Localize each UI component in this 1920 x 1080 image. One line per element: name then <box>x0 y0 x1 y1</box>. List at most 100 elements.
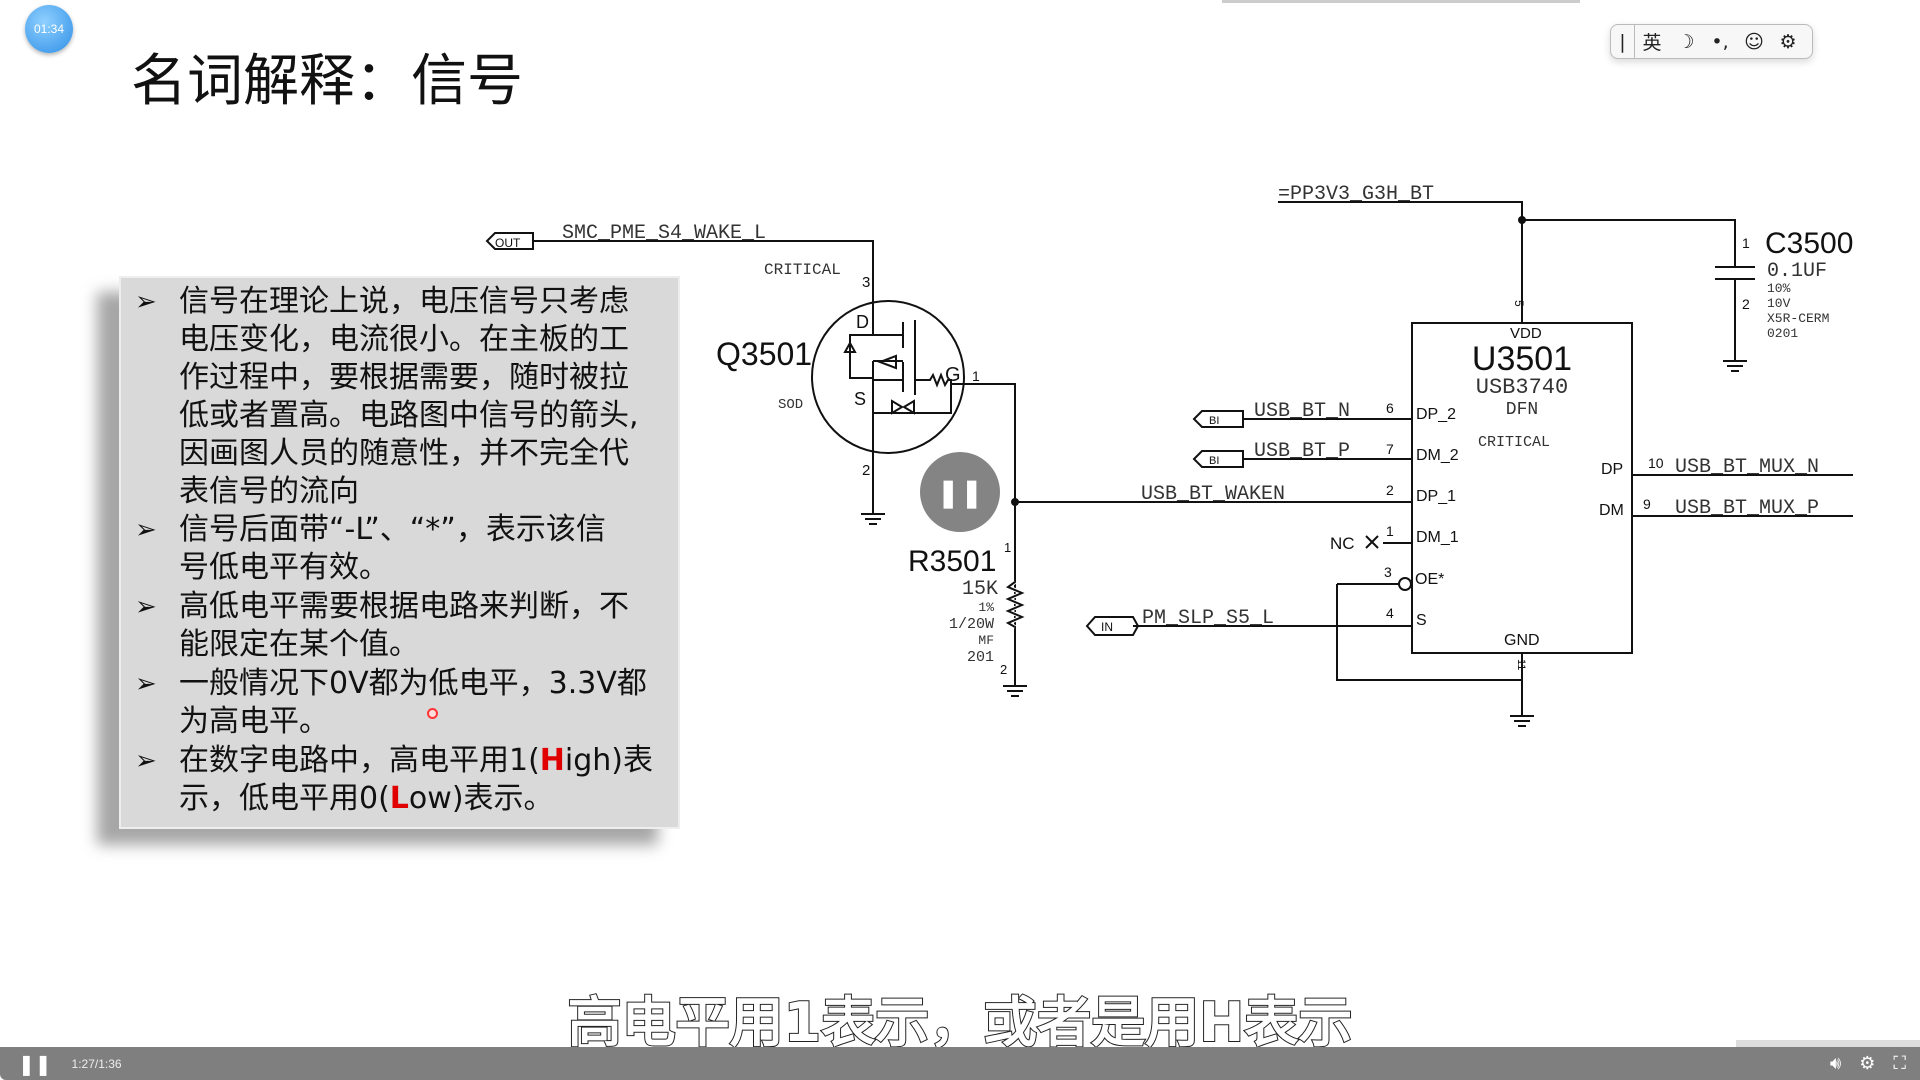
ime-drag-handle[interactable]: | <box>1611 25 1635 58</box>
subtitle: 高电平用1表示，或者是用H表示 <box>567 990 1354 1055</box>
bullet-arrow-icon: ➢ <box>135 592 157 622</box>
pin-number: 1 <box>1004 540 1011 555</box>
pin-label: DP_2 <box>1416 406 1456 423</box>
bullet-arrow-icon: ➢ <box>135 515 157 545</box>
pin-label: DP <box>1601 461 1623 478</box>
pin-g: G <box>945 364 961 386</box>
text-seg: igh)表 <box>564 743 654 778</box>
laser-pointer-dot <box>427 708 438 719</box>
player-controls: ❚❚ 1:27/1:36 🔊︎ ⚙ ⛶ <box>0 1047 1920 1080</box>
critical-label: CRITICAL <box>764 261 841 279</box>
pin-s: S <box>854 389 866 409</box>
ime-mode-toggle[interactable]: 英 <box>1642 32 1662 54</box>
text-line: 信号在理论上说，电压信号只考虑 <box>179 284 629 319</box>
mosfet-diodes <box>843 340 915 415</box>
resistor-icon <box>1005 581 1025 628</box>
settings-gear-icon[interactable]: ⚙ <box>1859 1053 1876 1074</box>
cap-tol: 10% <box>1767 281 1791 296</box>
nc-label: NC <box>1330 534 1355 553</box>
text-line: 高低电平需要根据电路来判断，不 <box>179 589 629 624</box>
gear-icon[interactable]: ⚙ <box>1779 30 1797 53</box>
nc-x-icon <box>1365 535 1379 549</box>
part-number: USB3740 <box>1476 375 1568 400</box>
pause-overlay-button[interactable]: ❚❚ <box>920 452 1000 532</box>
power-wire <box>1278 201 1755 372</box>
resistor-type: MF <box>978 633 994 648</box>
net-label: USB_BT_N <box>1254 400 1350 423</box>
pin-number: 2 <box>1742 296 1750 312</box>
text-seg: 在数字电路中，高电平用1( <box>179 743 540 778</box>
resistor-power: 1/20W <box>949 616 994 633</box>
pin-label: DP_1 <box>1416 488 1456 505</box>
resistor-value: 15K <box>962 578 998 601</box>
pin-number: 2 <box>862 462 870 479</box>
mosfet-circle <box>811 300 965 454</box>
pin-number: 1 <box>1386 523 1394 539</box>
pin-vdd: VDD <box>1510 325 1542 342</box>
timer-badge[interactable]: 01:34 <box>25 5 73 53</box>
package: DFN <box>1506 400 1538 420</box>
net-label: USB_BT_WAKEN <box>1141 483 1285 506</box>
text-seg: 示，低电平用0( <box>179 781 390 816</box>
wire <box>533 240 874 301</box>
wires <box>1133 418 1853 727</box>
emoji-icon[interactable]: ☺ <box>1744 30 1764 53</box>
net-label: PM_SLP_S5_L <box>1142 607 1274 630</box>
bullet-arrow-icon: ➢ <box>135 669 157 699</box>
ref-designator: Q3501 <box>716 336 812 372</box>
time-display: 1:27/1:36 <box>71 1056 122 1071</box>
cap-size: 0201 <box>1767 326 1798 341</box>
text-line: 为高电平。 <box>179 704 329 739</box>
text-line: 电压变化，电流很小。在主板的工 <box>179 322 629 357</box>
highlight-l: L <box>389 781 409 816</box>
ref-designator: R3501 <box>908 545 996 578</box>
text-line: 作过程中，要根据需要，随时被拉 <box>179 360 629 395</box>
cap-voltage: 10V <box>1767 296 1791 311</box>
critical-label: CRITICAL <box>1478 434 1550 451</box>
text-line: 表信号的流向 <box>179 474 359 509</box>
pin-number: 6 <box>1386 400 1394 416</box>
pin-number: 2 <box>1000 662 1007 677</box>
moon-icon[interactable]: ☽ <box>1677 30 1695 53</box>
ground-icon <box>1003 637 1027 697</box>
volume-icon[interactable]: 🔊︎ <box>1829 1053 1842 1074</box>
pin-gnd: GND <box>1504 632 1540 649</box>
pin-number: 3 <box>1384 564 1392 580</box>
text-line: 在数字电路中，高电平用1(High)表 <box>179 742 653 780</box>
inverted-pin-bubble <box>1398 577 1412 591</box>
resistor-size: 201 <box>967 649 994 666</box>
pin-number: 3 <box>862 274 870 291</box>
net-label: SMC_PME_S4_WAKE_L <box>562 222 766 245</box>
resistor-props: 15K 1% 1/20W MF 201 <box>949 578 998 666</box>
pin-number: 11 <box>1515 659 1527 670</box>
bullet-arrow-icon: ➢ <box>135 746 157 776</box>
pause-button[interactable]: ❚❚ <box>18 1051 52 1076</box>
progress-track[interactable] <box>1736 1040 1920 1047</box>
pin-label: DM_1 <box>1416 529 1459 546</box>
top-edge-bar <box>1222 0 1580 3</box>
text-seg: ow)表示。 <box>408 781 554 816</box>
text-line: 一般情况下0V都为低电平，3.3V都 <box>179 666 647 701</box>
mosfet-body <box>849 301 1016 637</box>
timer-text: 01:34 <box>33 22 65 36</box>
text-line: 能限定在某个值。 <box>179 627 419 662</box>
text-panel: ➢ 信号在理论上说，电压信号只考虑 电压变化，电流很小。在主板的工 作过程中，要… <box>119 276 680 829</box>
pin-number: 1 <box>972 368 980 384</box>
ground-icon <box>861 453 885 525</box>
pin-label: S <box>1416 612 1427 629</box>
cap-value: 0.1UF <box>1767 260 1827 283</box>
fullscreen-icon[interactable]: ⛶ <box>1893 1053 1906 1074</box>
net-label: USB_BT_P <box>1254 440 1350 463</box>
resistor-tol: 1% <box>978 600 994 615</box>
sod-label: SOD <box>778 397 803 413</box>
cap-props: 0.1UF 10% 10V X5R-CERM 0201 <box>1767 260 1829 341</box>
junction <box>1518 216 1526 224</box>
ref-designator: C3500 <box>1765 227 1853 260</box>
in-flag <box>1085 616 1140 636</box>
bullet-arrow-icon: ➢ <box>135 287 157 317</box>
net-label: USB_BT_MUX_P <box>1675 497 1819 520</box>
pin-number: 1 <box>1742 235 1750 251</box>
punctuation-icon[interactable]: •, <box>1711 30 1729 53</box>
net-label: USB_BT_MUX_N <box>1675 456 1819 479</box>
pin-label: DM_2 <box>1416 447 1459 464</box>
